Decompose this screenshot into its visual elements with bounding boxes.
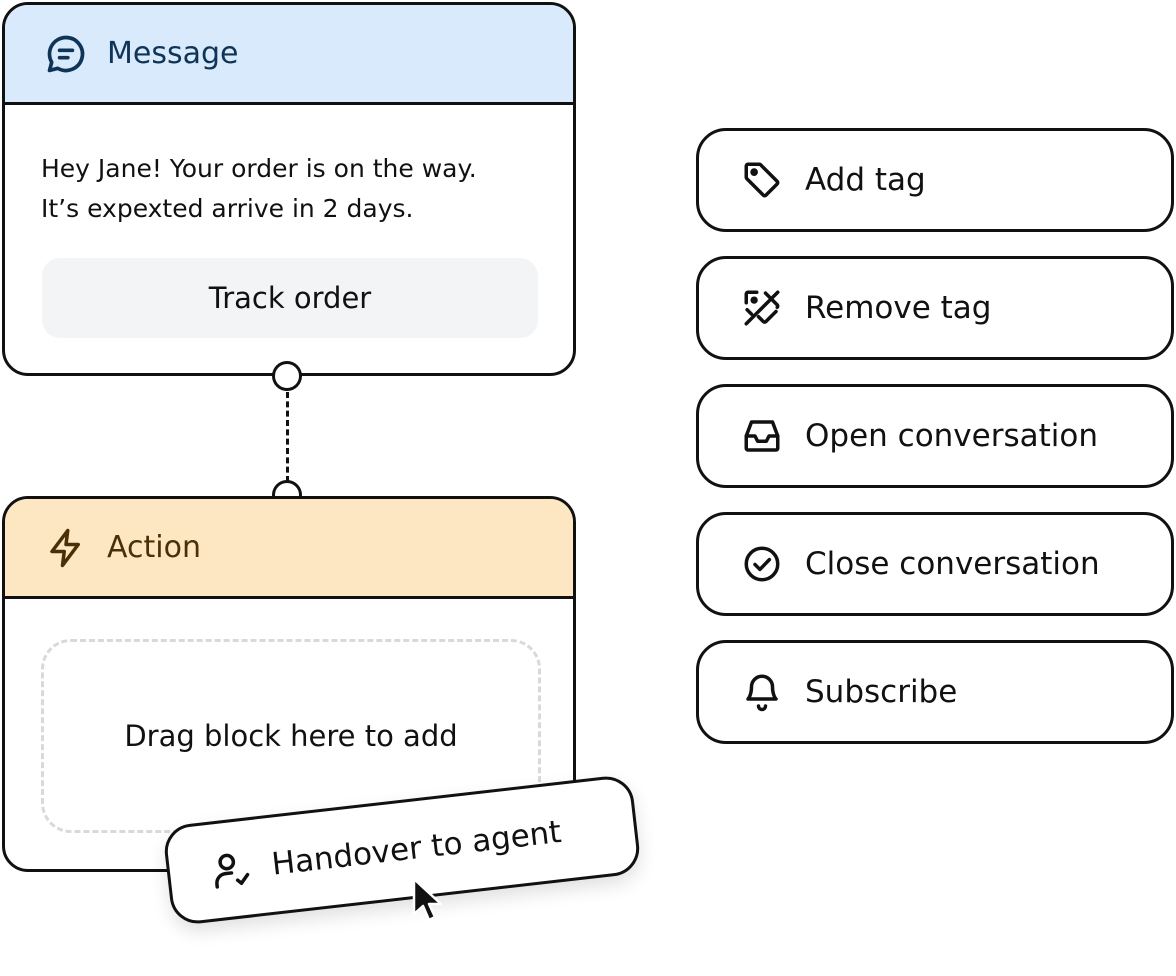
message-body-text: Hey Jane! Your order is on the way. It’s… [41,149,551,229]
connector-output-dot[interactable] [272,361,302,391]
message-card-header: Message [5,5,573,105]
track-order-button[interactable]: Track order [42,258,538,338]
block-subscribe[interactable]: Subscribe [696,640,1174,744]
message-card[interactable]: Message Hey Jane! Your order is on the w… [2,2,576,376]
block-label: Close conversation [805,546,1100,582]
block-open-conversation[interactable]: Open conversation [696,384,1174,488]
tag-icon [739,157,785,203]
dragging-block-handover-to-agent[interactable]: Handover to agent [161,773,643,927]
chat-bubble-icon [43,31,89,77]
message-body-line: Hey Jane! Your order is on the way. [41,154,477,183]
block-label: Add tag [805,162,926,198]
block-remove-tag[interactable]: Remove tag [696,256,1174,360]
tag-off-icon [739,285,785,331]
block-close-conversation[interactable]: Close conversation [696,512,1174,616]
bell-icon [739,669,785,715]
block-label: Subscribe [805,674,958,710]
block-label: Open conversation [805,418,1099,454]
action-card-header: Action [5,499,573,599]
drop-zone-text: Drag block here to add [124,719,458,753]
mouse-cursor-icon [412,877,443,922]
user-check-icon [206,844,257,895]
check-circle-icon [739,541,785,587]
lightning-icon [43,525,89,571]
action-card-title: Action [107,530,201,565]
dragging-block-label: Handover to agent [269,813,564,883]
connector-line [286,392,289,482]
block-label: Remove tag [805,290,992,326]
inbox-icon [739,413,785,459]
message-body-line: It’s expexted arrive in 2 days. [41,194,414,223]
block-add-tag[interactable]: Add tag [696,128,1174,232]
message-card-title: Message [107,36,239,71]
